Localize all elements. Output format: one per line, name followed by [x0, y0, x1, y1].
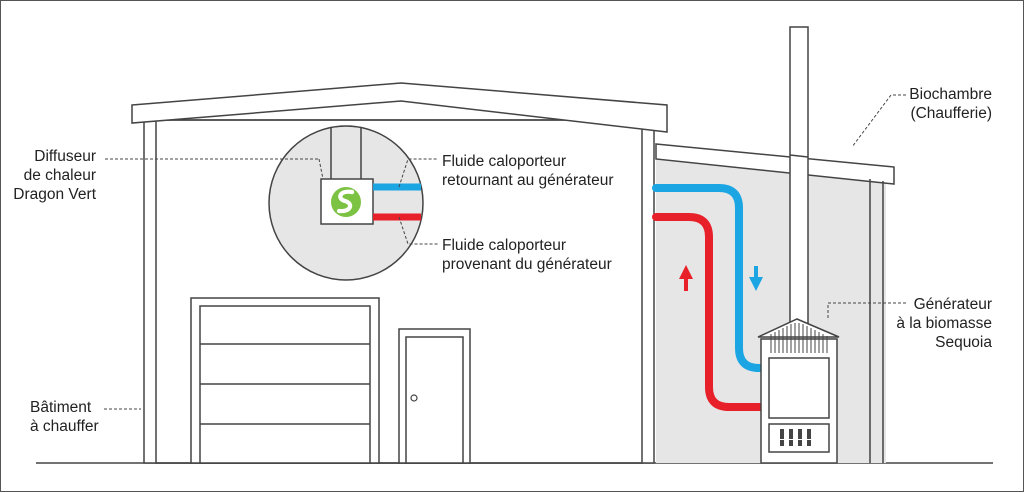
biochamber-label-line2: (Chaufferie)	[910, 105, 992, 122]
return-fluid-label-line1: Fluide caloporteur	[442, 153, 567, 170]
entry-door	[398, 328, 471, 464]
boiler-room-roof	[655, 143, 895, 185]
building-roof	[131, 82, 668, 133]
supply-fluid-label-line1: Fluide caloporteur	[442, 237, 567, 254]
diffuser-label-line3: Dragon Vert	[13, 186, 96, 203]
leader-lines	[104, 94, 906, 410]
return-fluid-label: Fluide caloporteur retournant au générat…	[442, 152, 613, 190]
building-label-line2: à chauffer	[30, 418, 99, 435]
generator-label-line1: Générateur	[913, 296, 992, 313]
supply-fluid-label: Fluide caloporteur provenant du générate…	[442, 236, 612, 274]
cold-return-pipe	[652, 184, 790, 372]
return-fluid-label-line2: retournant au générateur	[442, 172, 614, 189]
building-label-line1: Bâtiment	[30, 399, 92, 416]
generator-label-line3: Sequoia	[935, 334, 992, 351]
diffuser-label-line2: de chaleur	[23, 167, 96, 184]
generator-label-line2: à la biomasse	[896, 315, 992, 332]
chimney	[789, 26, 809, 328]
supply-fluid-label-line2: provenant du générateur	[442, 256, 612, 273]
biochamber-label: Biochambre (Chaufferie)	[909, 85, 992, 123]
hot-supply-pipe	[652, 213, 817, 411]
biochamber-label-line1: Biochambre	[909, 86, 992, 103]
generator-label: Générateur à la biomasse Sequoia	[896, 295, 992, 352]
building-label: Bâtiment à chauffer	[30, 398, 99, 436]
door-knob	[410, 394, 418, 402]
diffuser-label-line1: Diffuseur	[34, 148, 96, 165]
biomass-generator	[757, 318, 840, 464]
garage-door	[190, 297, 380, 464]
arrow-down-icon	[749, 266, 763, 291]
diffuser-label: Diffuseur de chaleur Dragon Vert	[13, 147, 96, 204]
diffuser-zoom-circle	[268, 125, 424, 281]
arrow-up-icon	[679, 265, 693, 291]
